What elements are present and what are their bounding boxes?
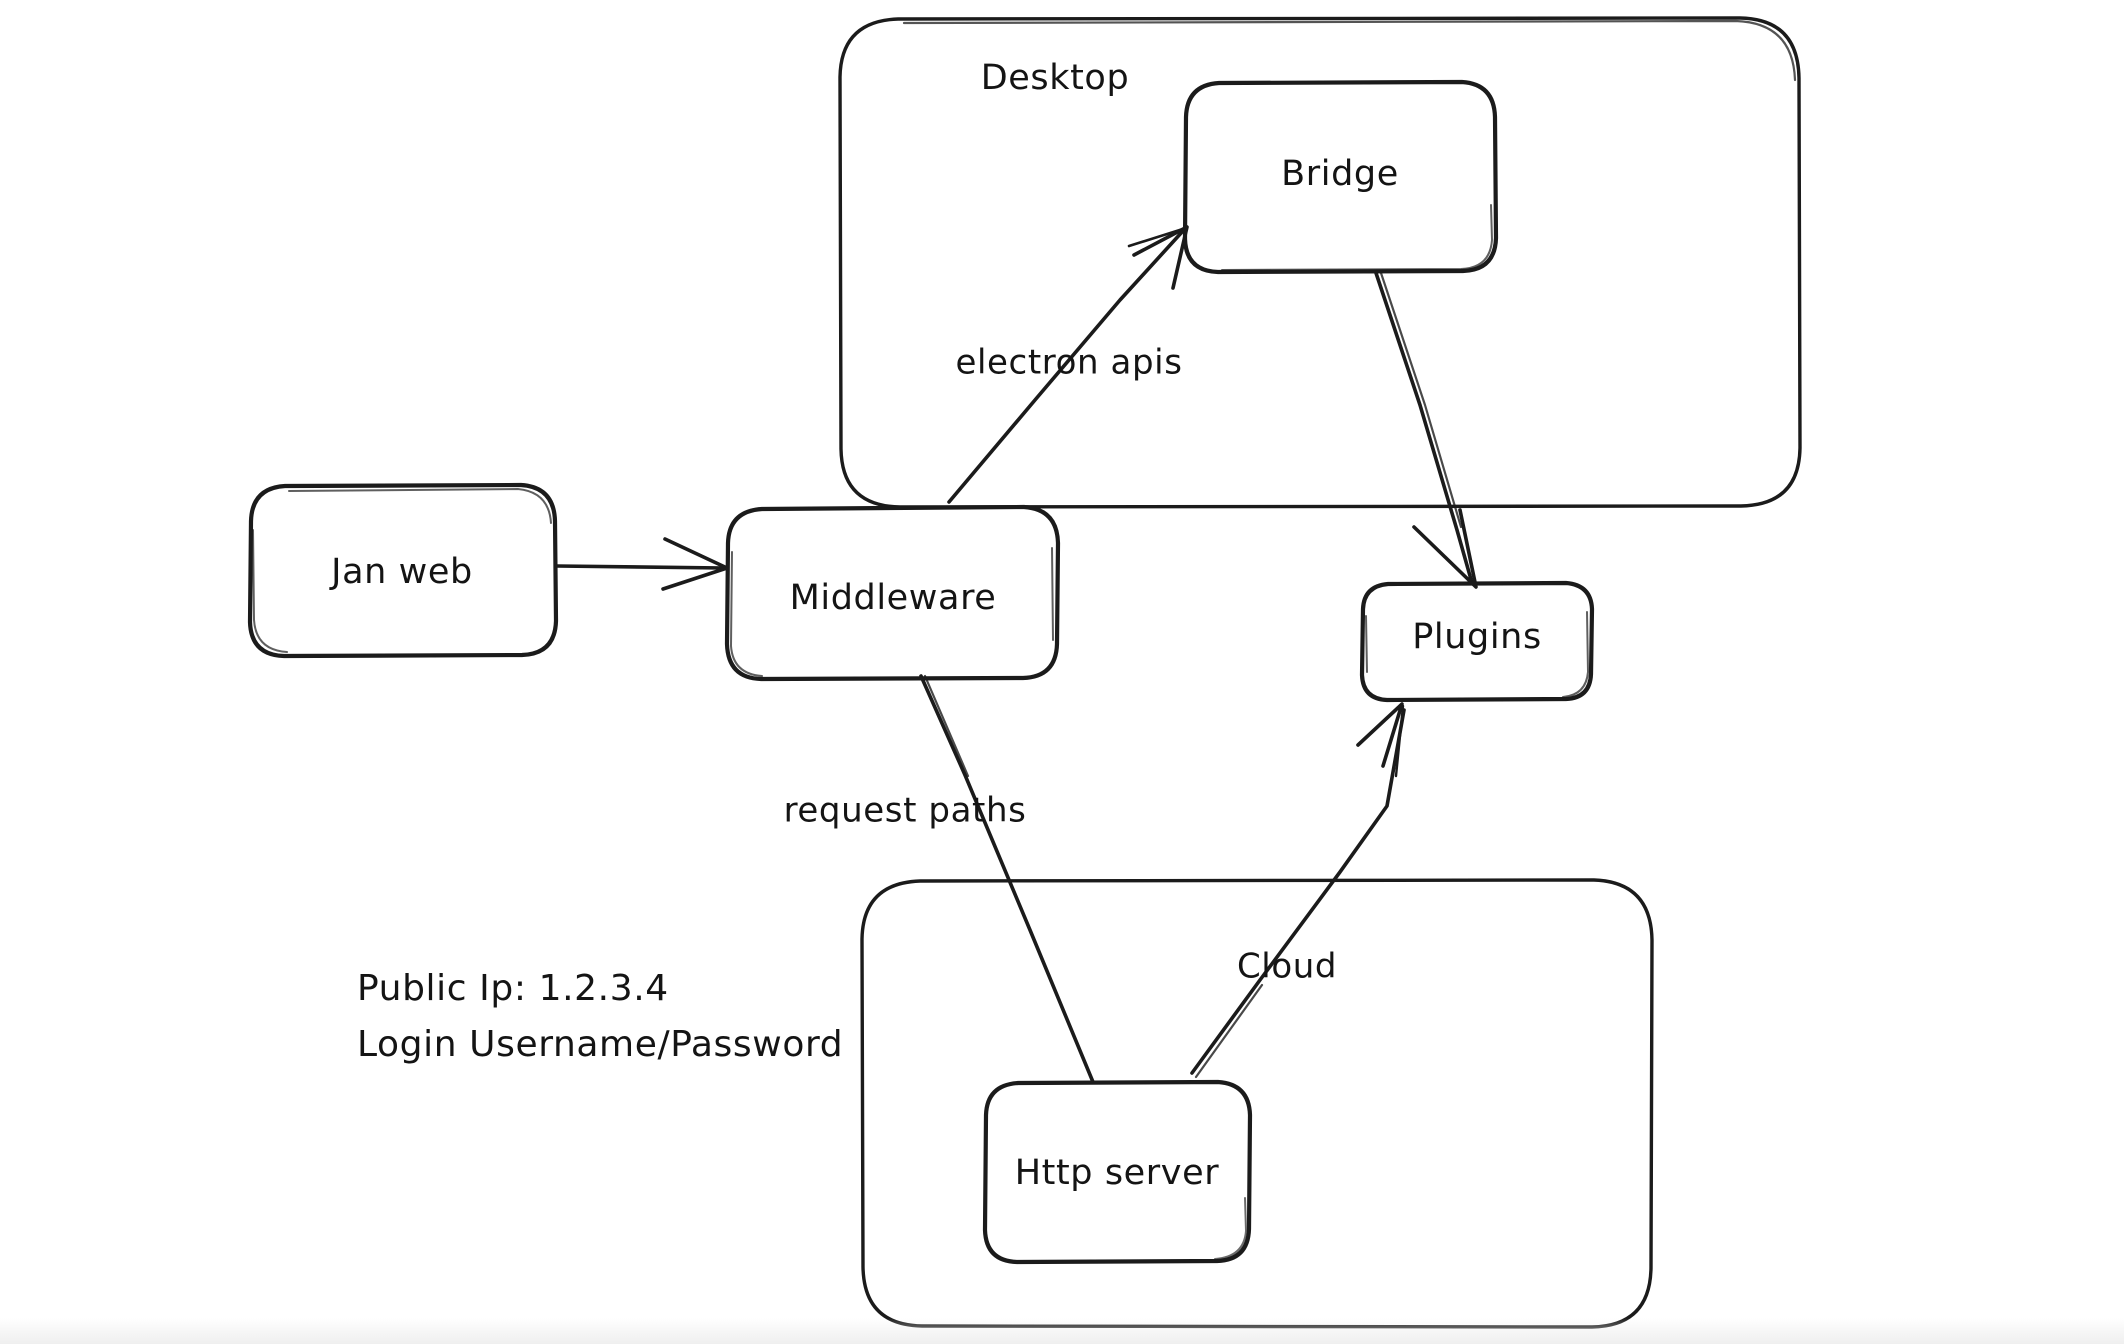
edge-httpserver-to-middleware[interactable]: request paths — [784, 674, 1095, 1084]
container-desktop[interactable]: Desktop — [838, 16, 1802, 509]
bridge-box-border — [1182, 79, 1499, 275]
edge-bridge-to-plugins[interactable] — [1374, 271, 1478, 589]
edge-label-cloud: Cloud — [1237, 947, 1337, 987]
jan-web-label: Jan web — [329, 552, 473, 592]
jan-web-box-border-overdraw — [252, 488, 552, 653]
edge-bridge-plugins-arrowhead — [1412, 508, 1478, 589]
note-public-ip: Public Ip: 1.2.3.4 — [357, 968, 669, 1009]
bridge-box-border-overdraw — [1221, 204, 1493, 271]
annotation-notes: Public Ip: 1.2.3.4 Login Username/Passwo… — [357, 968, 843, 1065]
edge-httpserver-plugins-arrowhead — [1356, 702, 1404, 768]
edge-janweb-middleware-line — [555, 564, 726, 570]
edge-janweb-middleware-arrowhead — [661, 537, 729, 591]
edge-label-electron-apis: electron apis — [955, 343, 1182, 383]
edge-bridge-plugins-line — [1374, 271, 1474, 585]
edge-httpserver-plugins-line — [1190, 708, 1406, 1075]
edge-label-request-paths: request paths — [784, 791, 1027, 831]
edge-bridge-plugins-line-overdraw — [1379, 271, 1463, 529]
edge-middleware-bridge-arrowhead-overdraw — [1127, 226, 1188, 248]
desktop-container-border — [838, 16, 1802, 509]
edge-middleware-bridge-line — [947, 230, 1184, 504]
desktop-container-label: Desktop — [981, 58, 1130, 98]
edge-httpserver-plugins-arrowhead-overdraw — [1394, 704, 1405, 778]
plugins-box-border-overdraw — [1365, 611, 1589, 698]
middleware-box-border-overdraw — [730, 547, 1054, 677]
node-middleware[interactable]: Middleware — [724, 504, 1061, 682]
edge-httpserver-middleware-line — [919, 674, 1095, 1084]
edge-httpserver-plugins-line-overdraw — [1194, 983, 1264, 1079]
edge-httpserver-middleware-line-overdraw — [923, 674, 970, 778]
http-server-box-border — [982, 1079, 1253, 1265]
middleware-box-border — [724, 504, 1061, 682]
node-bridge[interactable]: Bridge — [1182, 79, 1499, 275]
plugins-label: Plugins — [1412, 617, 1542, 657]
bridge-label: Bridge — [1281, 154, 1399, 194]
edge-janweb-to-middleware[interactable] — [555, 537, 729, 591]
node-plugins[interactable]: Plugins — [1359, 580, 1595, 703]
note-login-credentials: Login Username/Password — [357, 1024, 843, 1065]
desktop-container-border-overdraw — [902, 19, 1797, 82]
edge-httpserver-to-plugins[interactable]: Cloud — [1190, 702, 1406, 1079]
jan-web-box-border — [247, 482, 559, 659]
node-http-server[interactable]: Http server — [982, 1079, 1253, 1265]
plugins-box-border — [1359, 580, 1595, 703]
http-server-box-border-overdraw — [1214, 1197, 1247, 1260]
middleware-label: Middleware — [790, 578, 997, 618]
edge-middleware-to-bridge[interactable]: electron apis — [947, 225, 1189, 504]
node-jan-web[interactable]: Jan web — [247, 482, 559, 659]
http-server-label: Http server — [1015, 1153, 1220, 1193]
